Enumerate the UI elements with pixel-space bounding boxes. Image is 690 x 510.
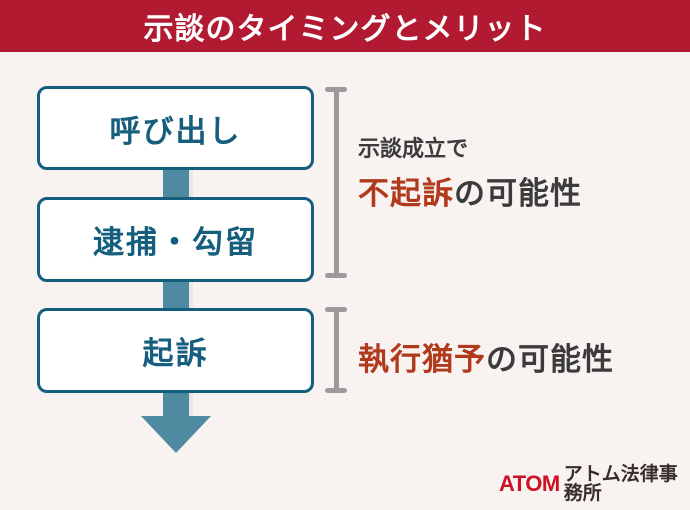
annotation-main-line: 執行猶予の可能性	[358, 334, 614, 379]
flow-step-box-summons: 呼び出し	[37, 86, 314, 170]
annotation-highlight: 不起訴	[358, 176, 454, 211]
annotation-highlight: 執行猶予	[358, 342, 486, 377]
annotation-post-indictment: 執行猶予の可能性	[358, 334, 614, 379]
bracket-upper	[325, 87, 347, 278]
annotation-suffix: の可能性	[486, 342, 614, 377]
flow-step-box-indictment: 起訴	[37, 308, 314, 393]
flow-connector-2	[163, 278, 189, 312]
brand-firm-name: アトム法律事務所	[563, 464, 678, 504]
annotation-suffix: の可能性	[454, 176, 582, 211]
bracket-cap	[325, 388, 347, 393]
annotation-prefix: 示談成立で	[358, 136, 469, 161]
brand-wordmark: ATOM	[499, 471, 560, 496]
flow-step-label: 逮捕・勾留	[93, 225, 258, 260]
flow-step-label: 起訴	[142, 336, 209, 371]
header-bar: 示談のタイミングとメリット	[0, 0, 690, 52]
bracket-lower	[325, 307, 347, 393]
bracket-line	[333, 87, 339, 278]
bracket-cap	[325, 273, 347, 278]
flow-arrow-down-icon	[141, 416, 211, 453]
page-title: 示談のタイミングとメリット	[143, 13, 547, 46]
annotation-main-line: 不起訴の可能性	[358, 168, 582, 213]
bracket-line	[333, 307, 339, 393]
annotation-pre-indictment: 示談成立で 不起訴の可能性	[358, 131, 582, 213]
flow-arrow-stem	[163, 390, 189, 417]
flow-step-label: 呼び出し	[109, 113, 242, 149]
flow-connector-1	[163, 166, 189, 201]
flow-step-box-arrest-detention: 逮捕・勾留	[37, 197, 314, 282]
brand-logo: ATOM アトム法律事務所	[499, 465, 690, 503]
